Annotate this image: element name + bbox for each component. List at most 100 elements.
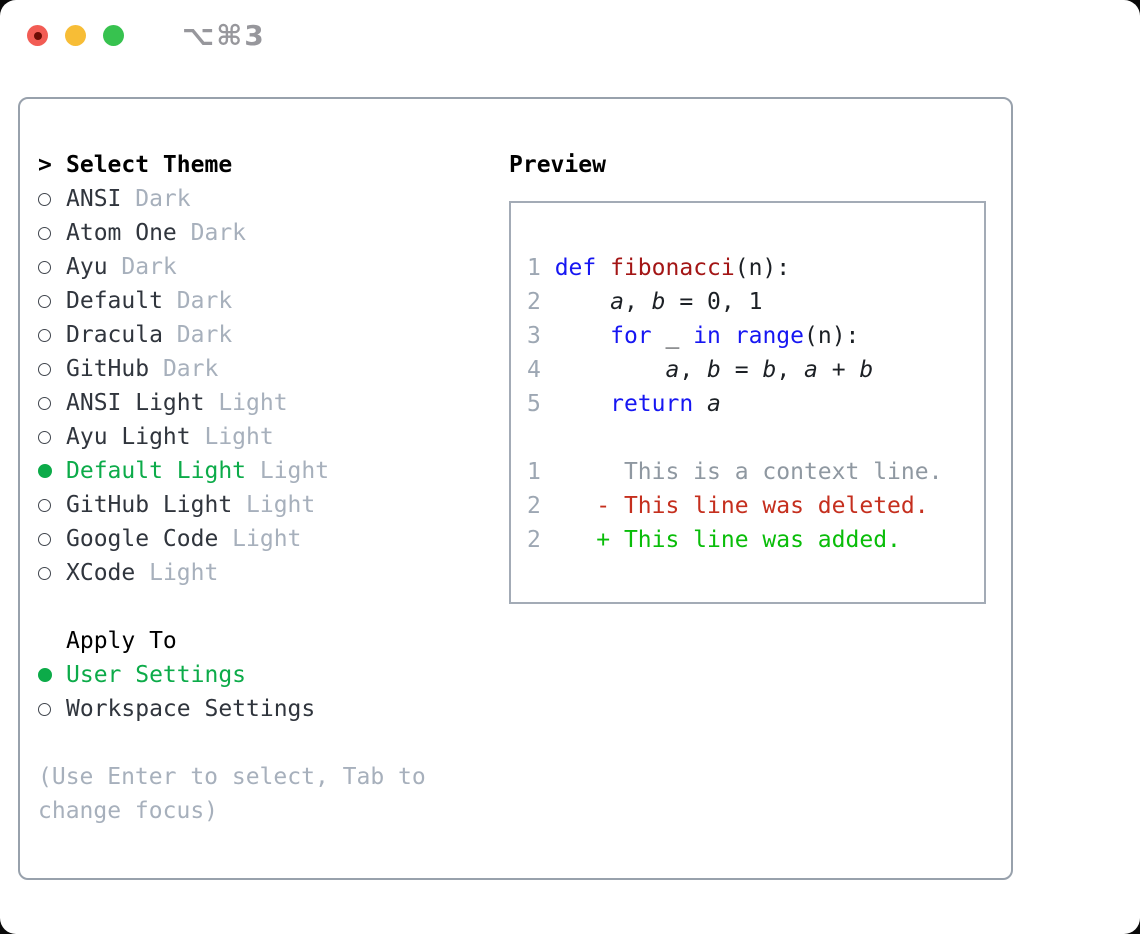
code-segment-plain [555, 391, 610, 417]
theme-variant: Dark [190, 220, 247, 246]
code-segment-plain: , [679, 357, 708, 383]
theme-name: GitHub [66, 356, 150, 382]
close-button-dot [33, 31, 42, 40]
code-segment-plain: _ [651, 323, 694, 349]
theme-variant: Light [246, 492, 316, 518]
line-number: 2 [527, 493, 555, 519]
apply-option[interactable]: User Settings [38, 658, 315, 692]
code-segment-var: b [859, 357, 874, 383]
line-number: 1 [527, 255, 555, 281]
line-number: 3 [527, 323, 555, 349]
theme-variant: Light [218, 390, 288, 416]
apply-option[interactable]: Workspace Settings [38, 692, 315, 726]
code-segment-plain: , [776, 357, 805, 383]
theme-option[interactable]: GitHub Dark [38, 352, 329, 386]
theme-option[interactable]: Dracula Dark [38, 318, 329, 352]
code-segment-var: b [651, 289, 666, 315]
code-segment-var: a [665, 357, 680, 383]
marker-cell [38, 532, 66, 546]
line-number: 5 [527, 391, 555, 417]
cursor-glyph: > [38, 152, 52, 178]
theme-option[interactable]: XCode Light [38, 556, 329, 590]
radio-icon [38, 430, 51, 444]
theme-option[interactable]: GitHub Light Light [38, 488, 329, 522]
code-segment-plain: = [720, 357, 763, 383]
code-segment-del: - This line was deleted. [554, 493, 929, 519]
theme-variant: Dark [121, 254, 177, 280]
code-segment-var: a [707, 391, 721, 417]
theme-picker-header: > Select Theme [38, 148, 329, 182]
radio-icon [38, 498, 51, 512]
code-segment-var: a [804, 357, 818, 383]
radio-icon [38, 226, 51, 240]
theme-option[interactable]: ANSI Light Light [38, 386, 329, 420]
preview-line: 1 This is a context line. [527, 455, 984, 489]
marker-cell [38, 362, 66, 376]
code-segment-plain: (n): [734, 255, 791, 281]
theme-name: Ayu Light [66, 424, 191, 450]
maximize-button[interactable] [103, 25, 124, 46]
radio-icon [38, 702, 51, 716]
theme-variant: Dark [176, 322, 233, 348]
apply-option-label: Workspace Settings [66, 696, 316, 722]
marker-cell [38, 430, 66, 444]
line-number: 1 [527, 459, 555, 485]
preview-line: 3 for _ in range(n): [527, 319, 984, 353]
theme-variant: Light [204, 424, 274, 450]
code-segment-ctx: This is a context line. [554, 459, 943, 485]
radio-icon [38, 294, 51, 308]
preview-line: 1 def fibonacci(n): [527, 251, 984, 285]
theme-option[interactable]: Ayu Light Light [38, 420, 329, 454]
code-segment-var: b [707, 357, 721, 383]
code-segment-plain: , [623, 289, 652, 315]
code-segment-var: a [610, 289, 624, 315]
radio-icon [38, 532, 51, 546]
line-number: 2 [527, 289, 555, 315]
code-segment-add: + This line was added. [554, 527, 901, 553]
preview-line [527, 421, 984, 455]
theme-name: Dracula [66, 322, 163, 348]
radio-icon [38, 396, 51, 410]
line-number: 2 [527, 527, 555, 553]
code-segment-plain [596, 255, 610, 281]
preview-line: 2 a, b = 0, 1 [527, 285, 984, 319]
code-segment-plain: (n): [804, 323, 860, 349]
radio-icon [38, 362, 51, 376]
cursor-marker: > [38, 152, 66, 178]
theme-name: XCode [66, 560, 136, 586]
theme-name: ANSI Light [66, 390, 205, 416]
close-button[interactable] [27, 25, 48, 46]
code-segment-var: b [762, 357, 777, 383]
theme-option[interactable]: Ayu Dark [38, 250, 329, 284]
preview-line: 2 - This line was deleted. [527, 489, 984, 523]
radio-icon [38, 192, 51, 206]
preview-title: Preview [509, 152, 606, 178]
theme-variant: Dark [162, 356, 219, 382]
code-segment-kw: in [693, 323, 721, 349]
code-segment-kw: for [610, 323, 652, 349]
code-segment-kw: def [554, 255, 597, 281]
minimize-button[interactable] [65, 25, 86, 46]
theme-name: Google Code [66, 526, 219, 552]
titlebar: ⌥⌘3 [27, 19, 266, 52]
window-shortcut-label: ⌥⌘3 [182, 19, 266, 52]
theme-name: Ayu [66, 254, 108, 280]
radio-selected-icon [38, 464, 52, 478]
theme-name: GitHub Light [66, 492, 233, 518]
marker-cell [38, 260, 66, 274]
theme-variant: Light [149, 560, 219, 586]
radio-icon [38, 566, 51, 580]
code-segment-fn: fibonacci [610, 255, 735, 281]
radio-icon [38, 260, 51, 274]
code-segment-kw: return [610, 391, 694, 417]
